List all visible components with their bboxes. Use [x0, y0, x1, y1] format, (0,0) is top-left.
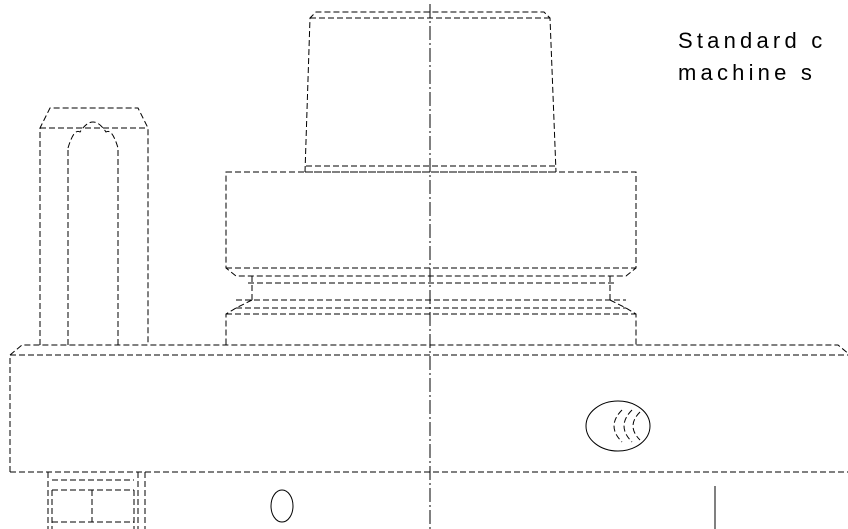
left-pin	[39, 107, 149, 345]
middle-body	[225, 171, 637, 345]
note-line-2: machine s	[678, 60, 816, 85]
note-line-1: Standard c	[678, 28, 826, 53]
side-hole	[585, 400, 651, 452]
base-plate	[9, 344, 848, 473]
bottom-nut	[47, 472, 146, 529]
small-hole	[270, 489, 294, 523]
